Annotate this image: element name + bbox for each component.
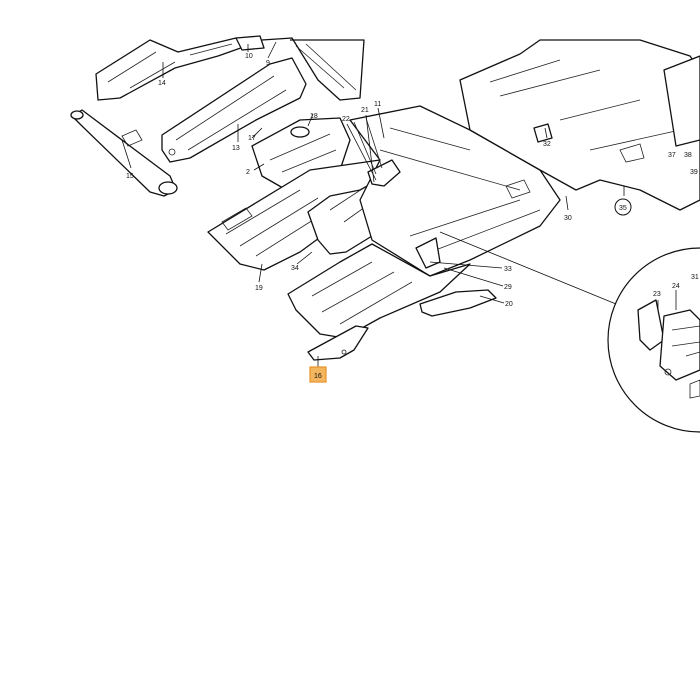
callout-9[interactable]: 9 — [266, 60, 270, 67]
callout-10[interactable]: 10 — [245, 53, 253, 60]
part-34-floor-front[interactable] — [287, 237, 471, 339]
callout-20[interactable]: 20 — [505, 301, 513, 308]
callout-29[interactable]: 29 — [504, 284, 512, 291]
callout-16[interactable]: 16 — [314, 373, 322, 380]
part-20-bracket[interactable] — [419, 289, 497, 317]
callout-34[interactable]: 34 — [291, 265, 299, 272]
part-13-side-member[interactable] — [161, 57, 307, 163]
callout-35[interactable]: 35 — [619, 205, 627, 212]
callout-17[interactable]: 17 — [248, 135, 256, 142]
part-14-rail[interactable] — [95, 37, 253, 101]
callout-24[interactable]: 24 — [672, 283, 680, 290]
callout-15[interactable]: 15 — [126, 173, 134, 180]
part-32-clip[interactable] — [533, 123, 553, 143]
detail-leader-line — [439, 231, 617, 305]
part-16-bracket[interactable] — [307, 325, 369, 361]
callout-32[interactable]: 32 — [543, 141, 551, 148]
callout-21[interactable]: 21 — [361, 107, 369, 114]
callout-39[interactable]: 39 — [690, 169, 698, 176]
callout-38[interactable]: 38 — [684, 152, 692, 159]
callout-35-circle — [614, 198, 632, 216]
callout-16-highlight — [309, 366, 327, 383]
part-9-10-upper[interactable] — [235, 35, 365, 101]
callout-22[interactable]: 22 — [342, 116, 350, 123]
callout-14[interactable]: 14 — [158, 80, 166, 87]
callout-11[interactable]: 11 — [374, 101, 381, 108]
callout-23[interactable]: 23 — [653, 291, 661, 298]
part-15-tube[interactable] — [70, 109, 178, 197]
part-30-floor-rear[interactable] — [349, 105, 561, 277]
callout-18[interactable]: 18 — [310, 113, 318, 120]
leader-lines — [121, 41, 677, 368]
callout-13[interactable]: 13 — [232, 145, 240, 152]
callout-31[interactable]: 31 — [691, 274, 699, 281]
callout-labels: 14 10 9 15 13 17 18 21 22 11 2 32 37 38 … — [126, 53, 699, 380]
callout-19[interactable]: 19 — [255, 285, 263, 292]
callout-2[interactable]: 2 — [246, 169, 250, 176]
part-37-39-rear-body[interactable] — [459, 39, 700, 211]
detail-circle[interactable] — [607, 247, 700, 433]
callout-33[interactable]: 33 — [504, 266, 512, 273]
callout-37[interactable]: 37 — [668, 152, 676, 159]
callout-30[interactable]: 30 — [564, 215, 572, 222]
